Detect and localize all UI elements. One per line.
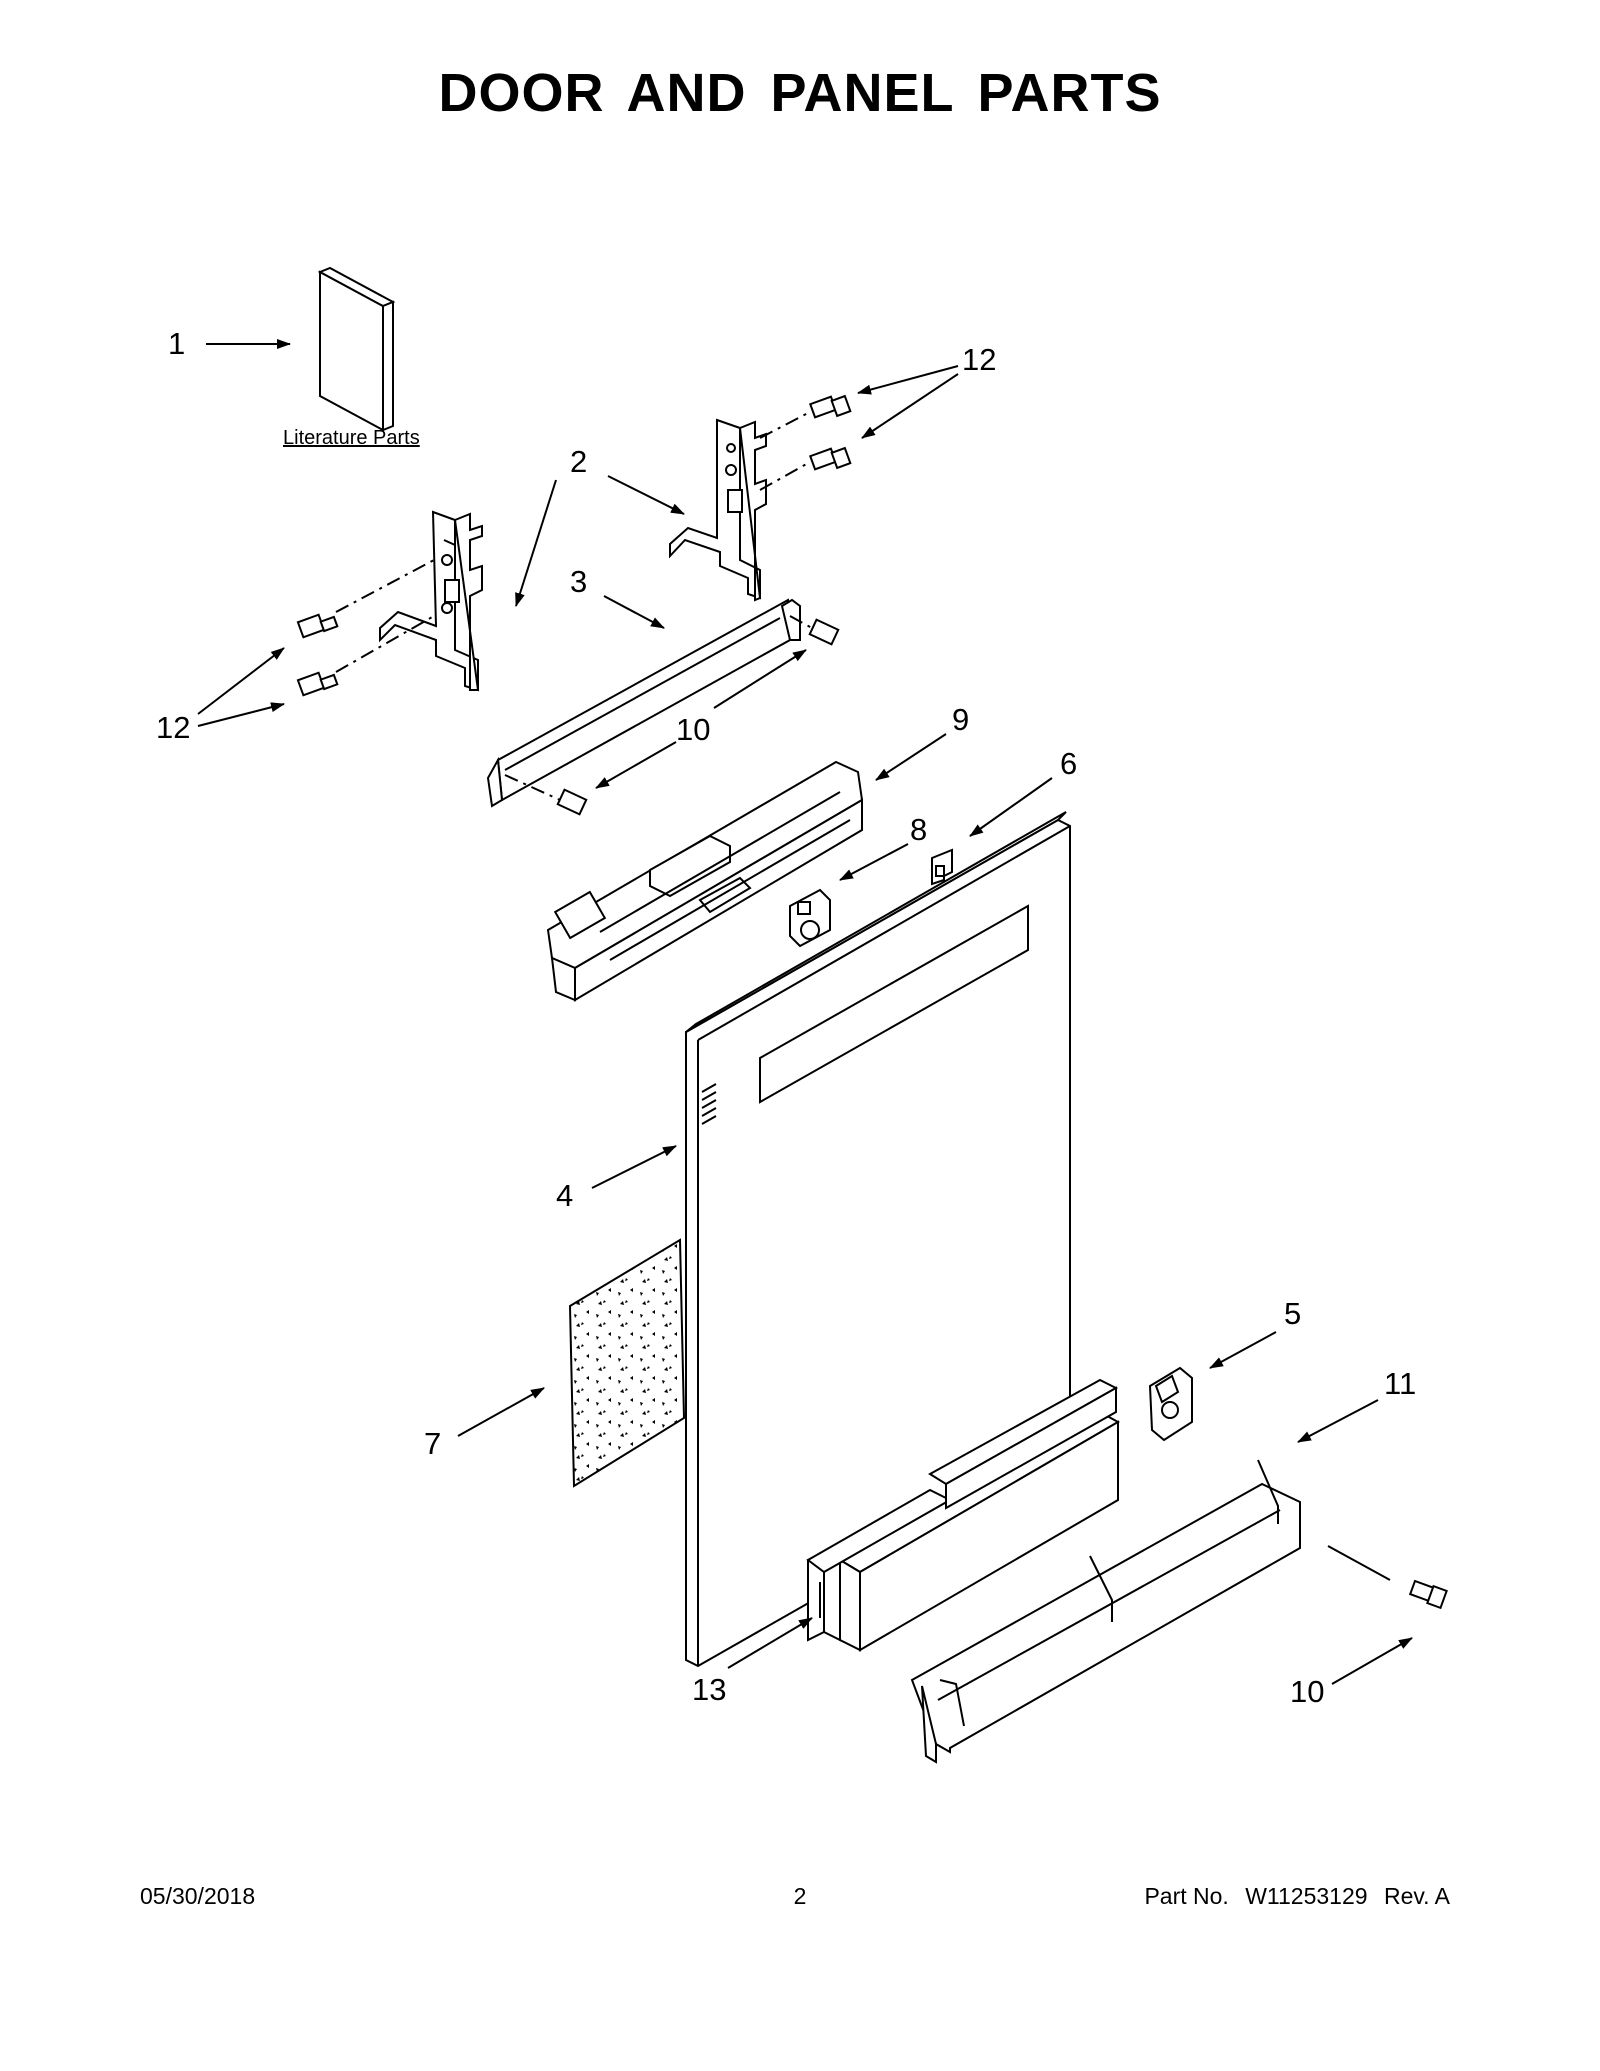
part-literature [317,266,396,432]
callout-4: 4 [556,1178,573,1213]
callout-9: 9 [952,702,969,737]
part-top-rail [486,598,801,808]
part-screw-10-lower [1408,1579,1448,1610]
part-hinge-bracket-right [669,418,767,602]
part-hook [931,848,953,886]
footer-part-info: Part No. W11253129 Rev. A [1144,1883,1450,1910]
part-door-latch [789,888,831,948]
callout-12-right: 12 [962,342,996,377]
footer-part-label: Part No. [1144,1883,1229,1909]
part-control-module [546,760,864,1002]
callout-12-left: 12 [156,710,190,745]
callout-3: 3 [570,564,587,599]
callout-10-rail: 10 [676,712,710,747]
part-door-handle [806,1378,1121,1652]
callout-1: 1 [168,326,185,361]
footer-page-number: 2 [793,1883,807,1909]
part-hinge-bracket-left [379,510,483,692]
callout-10-lower: 10 [1290,1674,1324,1709]
callout-6: 6 [1060,746,1077,781]
footer-part-number: W11253129 [1245,1883,1368,1909]
part-toe-panel [910,1459,1301,1764]
callout-7: 7 [424,1426,441,1461]
callout-5: 5 [1284,1296,1301,1331]
literature-parts-label: Literature Parts [283,427,420,449]
page-title: DOOR AND PANEL PARTS [438,63,1162,123]
callout-2: 2 [570,444,587,479]
footer-date: 05/30/2018 [140,1883,256,1909]
part-screws-12 [296,394,852,697]
callout-8: 8 [910,812,927,847]
leader-arrows [197,339,1413,1685]
footer-revision: Rev. A [1383,1883,1450,1909]
callout-11: 11 [1384,1366,1416,1401]
part-screws-10-upper [556,618,840,816]
lower-screw-line [1327,1545,1391,1581]
part-clip [1148,1366,1193,1442]
rail-screw-alignment [504,615,813,801]
part-insulation [568,1238,686,1488]
screw-alignment-lines [335,411,811,673]
callout-13: 13 [692,1672,726,1707]
